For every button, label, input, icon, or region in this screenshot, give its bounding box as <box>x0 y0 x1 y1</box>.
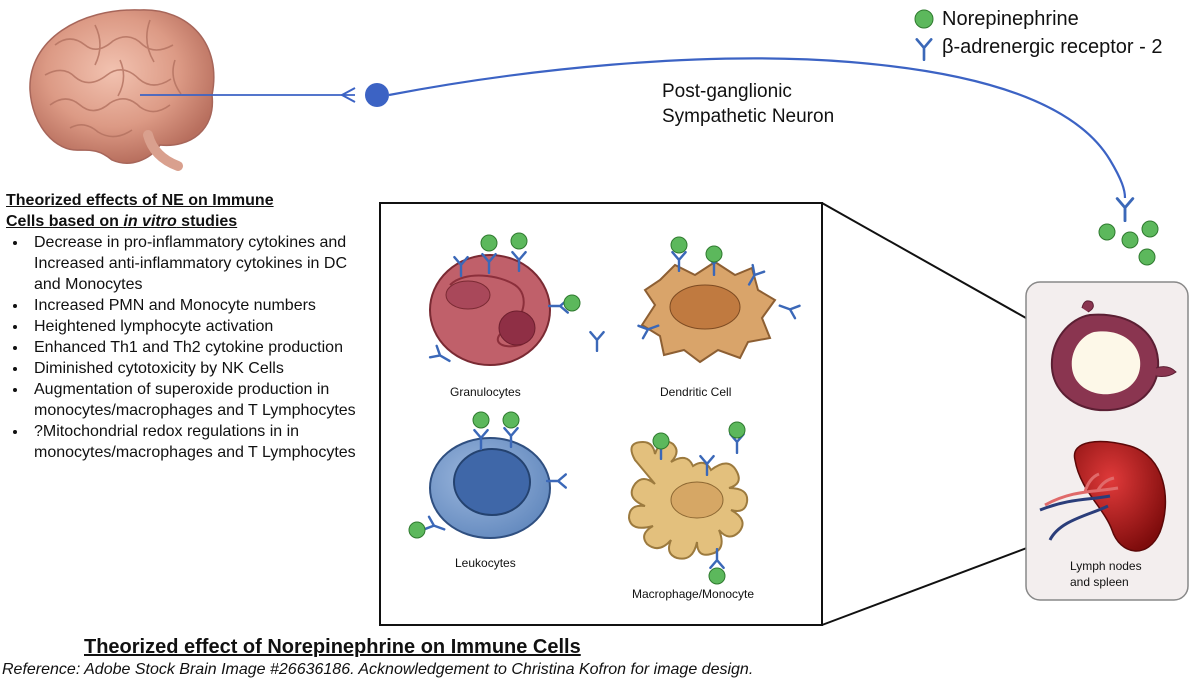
released-norepinephrine <box>1098 220 1159 266</box>
receptor-icon <box>1115 197 1135 222</box>
effects-title-line2-start: Cells based on <box>6 213 124 230</box>
macrophage-label: Macrophage/Monocyte <box>632 587 755 601</box>
zoom-line-bottom <box>821 542 1041 626</box>
zoom-line-top <box>821 202 1066 341</box>
effects-list-item: Increased PMN and Monocyte numbers <box>28 295 368 316</box>
effects-list-item: Diminished cytotoxicity by NK Cells <box>28 358 368 379</box>
neuron-soma <box>365 83 389 107</box>
receptor-icon <box>339 87 356 103</box>
legend-norepinephrine-label: Norepinephrine <box>942 8 1079 30</box>
organs-label-line1: Lymph nodes <box>1070 559 1142 573</box>
neuron-label-line1: Post-ganglionic <box>662 81 792 102</box>
figure-title: Theorized effect of Norepinephrine on Im… <box>84 636 581 658</box>
cells-panel <box>379 202 823 626</box>
organs-label: Lymph nodes and spleen <box>1070 558 1142 590</box>
granulocyte-cell <box>428 232 605 368</box>
macrophage-cell <box>627 421 749 585</box>
granulocytes-label: Granulocytes <box>450 385 521 399</box>
effects-list-item: ?Mitochondrial redox regulations in in m… <box>28 421 368 463</box>
neuron-label-line2: Sympathetic Neuron <box>662 106 835 127</box>
leukocytes-label: Leukocytes <box>455 556 516 570</box>
effects-list-item: Decrease in pro-inflammatory cytokines a… <box>28 232 368 295</box>
dendritic-cell <box>637 236 801 364</box>
reference-text: Reference: Adobe Stock Brain Image #2663… <box>2 661 754 678</box>
legend-receptor-label: β-adrenergic receptor - 2 <box>942 36 1163 58</box>
norepinephrine-legend-icon <box>914 9 934 29</box>
receptor-legend-icon <box>915 38 933 61</box>
dendritic-cell-label: Dendritic Cell <box>660 385 732 399</box>
effects-title: Theorized effects of NE on Immune Cells … <box>6 190 368 232</box>
sympathetic-neuron <box>140 57 1135 222</box>
effects-block: Theorized effects of NE on Immune Cells … <box>6 190 368 463</box>
effects-list-item: Heightened lymphocyte activation <box>28 316 368 337</box>
brain-image <box>29 9 215 171</box>
effects-list: Decrease in pro-inflammatory cytokines a… <box>6 232 368 463</box>
effects-list-item: Enhanced Th1 and Th2 cytokine production <box>28 337 368 358</box>
effects-list-item: Augmentation of superoxide production in… <box>28 379 368 421</box>
effects-title-italic: in vitro <box>123 213 177 230</box>
effects-title-line1: Theorized effects of NE on Immune <box>6 192 274 209</box>
neuron-label: Post-ganglionic Sympathetic Neuron <box>662 79 834 129</box>
spleen-image <box>1039 440 1167 552</box>
effects-title-line2-end: studies <box>176 213 238 230</box>
leukocyte-cell <box>408 411 568 539</box>
lymph-node-image <box>1050 300 1177 412</box>
organs-label-line2: and spleen <box>1070 575 1129 589</box>
